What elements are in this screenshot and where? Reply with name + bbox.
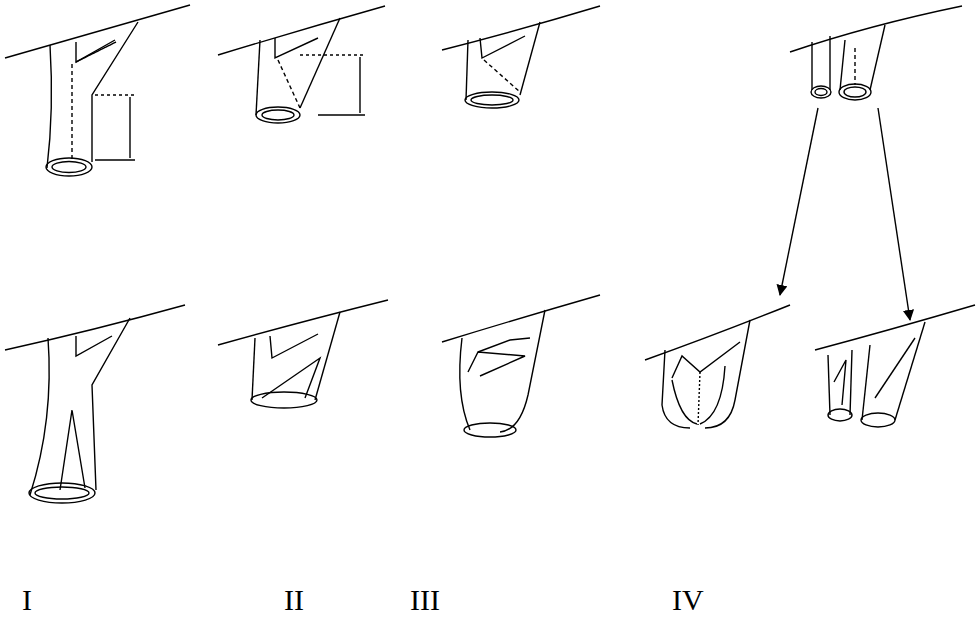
variant-three-before bbox=[442, 6, 600, 108]
variant-two-before bbox=[218, 6, 385, 123]
variant-one-after bbox=[5, 305, 185, 503]
variant-two-after bbox=[218, 300, 388, 408]
variant-four-after-joined bbox=[645, 305, 790, 428]
variant-numeral: I bbox=[22, 585, 32, 615]
variant-three-after bbox=[442, 295, 600, 437]
variant-numeral: IV bbox=[672, 585, 704, 615]
variant-four-after-separate bbox=[815, 305, 975, 427]
variant-numeral: II bbox=[284, 585, 304, 615]
variant-numeral: III bbox=[410, 585, 440, 615]
variant-one-before bbox=[5, 5, 190, 176]
variant-four-before bbox=[780, 6, 962, 320]
